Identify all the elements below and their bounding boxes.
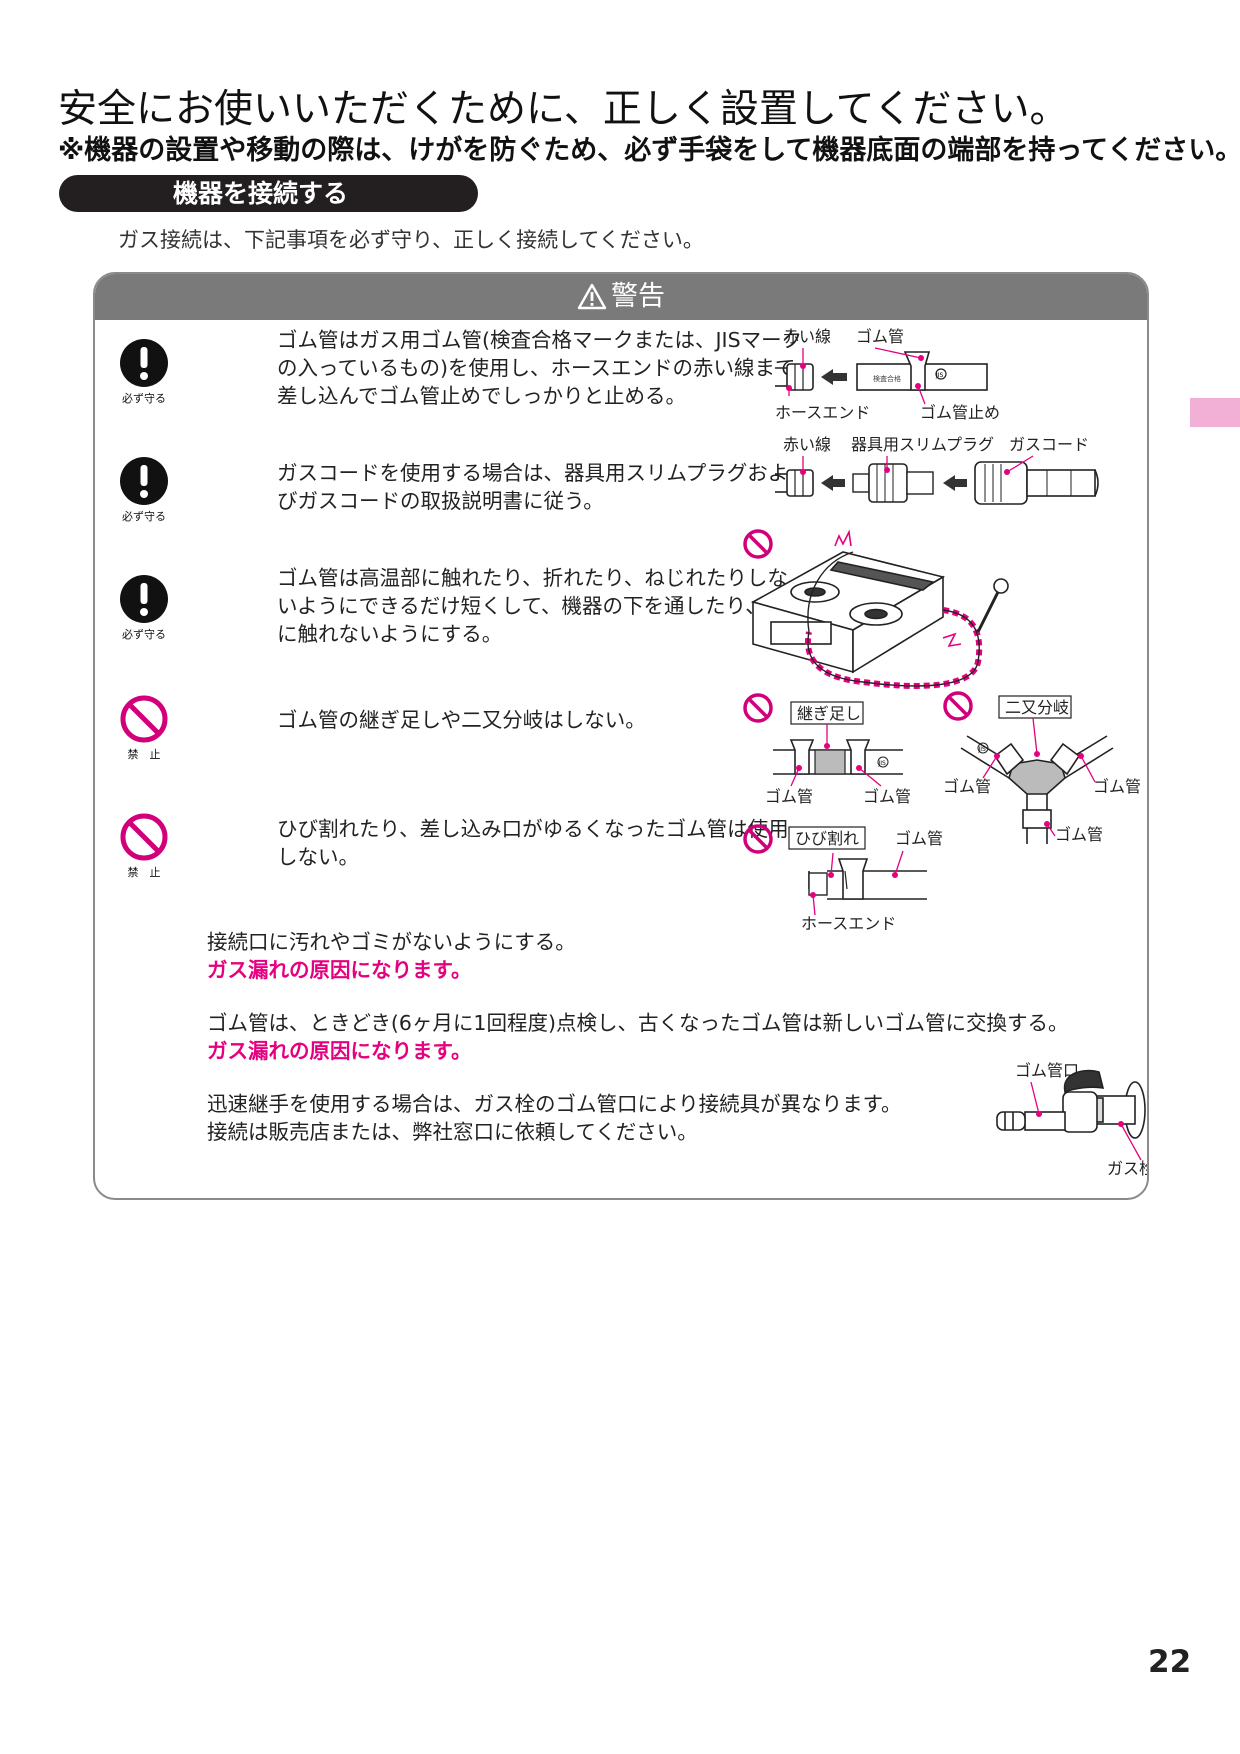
warning-header: 警告 [95,274,1147,320]
page-title: 安全にお使いいただくために、正しく設置してください。 [58,87,1069,132]
fig-label: ゴム管口 [1015,1061,1079,1080]
fig-label: ゴム管 [863,787,911,806]
figure-cracked-hose-prohibited: ひび割れ ゴム管 ホースエンド [743,824,943,933]
rubber-hose: 検査合格 JIS [856,351,988,391]
note-text: ゴム管は、ときどき(6ヶ月に1回程度)点検し、古くなったゴム管は新しいゴム管に交… [207,1011,1069,1035]
fig-label: 赤い線 [783,435,831,454]
fig-label: 継ぎ足し [797,704,861,723]
note-inspect: ゴム管は、ときどき(6ヶ月に1回程度)点検し、古くなったゴム管は新しいゴム管に交… [207,1009,1068,1065]
figure-branch-prohibited: 二又分岐 JIS ゴム管 ゴム管 ゴム管 [943,691,1141,844]
fig-label: ガスコード [1009,435,1089,454]
figure-hose-connection: 赤い線 ゴム管 検査合格 JIS ホースエンド ゴム管止め [775,327,1000,422]
note-emphasis: ガス漏れの原因になります。 [207,1039,472,1063]
fig-label: ゴム管 [1055,825,1103,844]
fig-label: 二又分岐 [1005,698,1069,717]
fig-label: ホースエンド [775,403,870,422]
lead-text: ガス接続は、下記事項を必ず守り、正しく接続してください。 [118,228,704,252]
figure-splice-prohibited: 継ぎ足し JIS ゴム管 ゴム管 [743,693,911,806]
jis-mark: JIS [878,760,887,767]
fig-label: 器具用スリムプラグ [851,435,994,454]
icon-label: 必ず守る [122,628,166,641]
figure-gascord-connection: 赤い線 器具用スリムプラグ ガスコード [775,435,1099,505]
note-text: 接続口に汚れやゴミがないようにする。 [207,930,576,954]
fig-label: ホースエンド [801,914,896,933]
jis-mark: JIS [935,372,944,379]
fig-label: ゴム管 [765,787,813,806]
prohibited-icon: 禁 止 [114,812,174,880]
warning-item-gascord: ガスコードを使用する場合は、器具用スリムプラグおよびガスコードの取扱説明書に従う… [277,461,789,513]
icon-label: 禁 止 [127,748,161,761]
slim-plug [852,463,934,503]
warning-item-no-splice: ゴム管の継ぎ足しや二又分岐はしない。 [277,708,646,732]
warning-item-routing: ゴム管は高温部に触れたり、折れたり、ねじれたりしないようにできるだけ短くして、機… [277,566,807,646]
warning-item-hose: ゴム管はガス用ゴム管(検査合格マークまたは、JISマークの入っているもの)を使用… [277,328,803,408]
icon-label: 必ず守る [122,392,166,405]
note-quick-coupler: 迅速継手を使用する場合は、ガス栓のゴム管口により接続具が異なります。 接続は販売… [207,1090,902,1146]
prohibited-icon: 禁 止 [114,694,174,762]
prohibited-icon [743,529,773,559]
gas-valve-icon [993,578,1009,594]
fig-label: ガス栓 [1107,1159,1149,1178]
fig-label: ひび割れ [795,829,859,848]
note-clean-port: 接続口に汚れやゴミがないようにする。 ガス漏れの原因になります。 [207,928,576,984]
inspection-mark: 検査合格 [873,374,901,383]
warning-header-label: 警告 [611,281,665,312]
hose-end-fitting [775,469,814,497]
arrow-icon [821,369,847,385]
gas-cord [974,461,1099,505]
note-emphasis: ガス漏れの原因になります。 [207,958,472,982]
warning-triangle-icon [577,283,607,310]
jis-mark: JIS [978,746,987,753]
mandatory-icon: 必ず守る [114,574,174,642]
mandatory-icon: 必ず守る [114,338,174,406]
note-text: 接続は販売店または、弊社窓口に依頼してください。 [207,1120,698,1144]
fig-label: ゴム管 [943,777,991,796]
arrow-icon [821,475,845,491]
prohibited-icon [743,824,773,854]
fig-label: ゴム管 [1093,777,1141,796]
warning-box: 警告 必ず守る ゴム管はガス用ゴム管(検査合格マークまたは、JISマークの入って… [93,272,1149,1200]
gas-valve-illustration [996,1069,1146,1139]
prohibited-icon [743,693,773,723]
note-text: 迅速継手を使用する場合は、ガス栓のゴム管口により接続具が異なります。 [207,1092,902,1116]
chapter-tab [1190,398,1240,427]
icon-label: 必ず守る [122,510,166,523]
figure-stove-hose-prohibited [743,529,1009,689]
page-number: 22 [1148,1644,1192,1680]
icon-label: 禁 止 [127,866,161,879]
figure-gas-valve: ゴム管口 ガス栓 [996,1061,1147,1178]
page-subtitle: ※機器の設置や移動の際は、けがを防ぐため、必ず手袋をして機器底面の端部を持ってく… [58,135,1240,166]
fig-label: 赤い線 [783,327,831,346]
section-label: 機器を接続する [59,175,478,212]
mandatory-icon: 必ず守る [114,456,174,524]
prohibited-icon [943,691,973,721]
fig-label: ゴム管止め [920,403,1000,422]
warning-item-cracked: ひび割れたり、差し込み口がゆるくなったゴム管は使用しない。 [277,817,789,869]
fig-label: ゴム管 [895,829,943,848]
arrow-icon [943,475,967,491]
stove-illustration [750,551,946,674]
hose-end-fitting [775,363,814,391]
fig-label: ゴム管 [856,327,904,346]
